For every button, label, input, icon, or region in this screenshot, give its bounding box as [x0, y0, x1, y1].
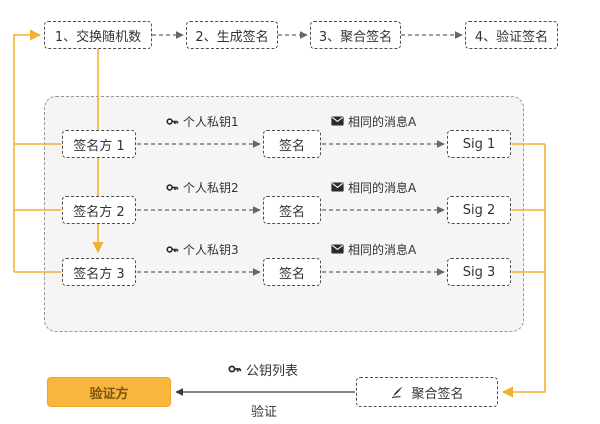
verify-text: 验证 [251, 404, 278, 420]
key-icon [166, 181, 179, 194]
private-key-3-label: 个人私钥3 [166, 240, 239, 258]
key-icon [166, 243, 179, 256]
private-key-1-text: 个人私钥1 [183, 114, 239, 129]
sig-1-box: Sig 1 [447, 130, 511, 158]
aggregate-signature-box: 聚合签名 [356, 377, 498, 407]
sign-label-1: 签名 [278, 138, 305, 154]
rail-sigs-joins [512, 143, 545, 273]
step-4-box: 4、验证签名 [465, 21, 558, 49]
message-1-label: 相同的消息A [331, 112, 416, 130]
message-1-text: 相同的消息A [348, 114, 417, 129]
verifier-label: 验证方 [89, 386, 129, 402]
mail-icon [331, 244, 344, 254]
message-3-text: 相同的消息A [348, 242, 417, 257]
sign-label-3: 签名 [278, 266, 305, 282]
message-2-label: 相同的消息A [331, 178, 416, 196]
step-3-box: 3、聚合签名 [310, 21, 401, 49]
sig-1-label: Sig 1 [462, 136, 496, 152]
verify-label: 验证 [251, 401, 278, 420]
signer-2-label: 签名方 2 [73, 204, 125, 220]
sign-box-2: 签名 [263, 196, 321, 224]
pubkey-list-label: 公钥列表 [228, 360, 299, 379]
sig-2-label: Sig 2 [462, 202, 496, 218]
private-key-1-label: 个人私钥1 [166, 112, 239, 130]
sign-box-3: 签名 [263, 258, 321, 286]
message-3-label: 相同的消息A [331, 240, 416, 258]
private-key-2-text: 个人私钥2 [183, 180, 239, 195]
sign-box-1: 签名 [263, 130, 321, 158]
sign-label-2: 签名 [278, 204, 305, 220]
sig-3-box: Sig 3 [447, 258, 511, 286]
message-2-text: 相同的消息A [348, 180, 417, 195]
private-key-3-text: 个人私钥3 [183, 242, 239, 257]
step-2-box: 2、生成签名 [186, 21, 278, 49]
key-icon [166, 115, 179, 128]
signer-3-box: 签名方 3 [62, 258, 136, 286]
pen-icon [390, 385, 405, 400]
key-icon [228, 362, 242, 376]
rail-sigs-to-aggregate [501, 144, 546, 398]
signer-1-label: 签名方 1 [73, 138, 125, 154]
signer-1-box: 签名方 1 [62, 130, 136, 158]
sig-2-box: Sig 2 [447, 196, 511, 224]
signer-3-label: 签名方 3 [73, 266, 125, 282]
aggregate-signature-label: 聚合签名 [411, 386, 464, 402]
step-1-label: 1、交换随机数 [54, 29, 142, 45]
private-key-2-label: 个人私钥2 [166, 178, 239, 196]
step-3-label: 3、聚合签名 [318, 29, 393, 45]
sig-3-label: Sig 3 [462, 264, 496, 280]
step-1-box: 1、交换随机数 [44, 21, 152, 49]
signer-2-box: 签名方 2 [62, 196, 136, 224]
pubkey-list-text: 公钥列表 [246, 363, 299, 379]
mail-icon [331, 182, 344, 192]
mail-icon [331, 116, 344, 126]
step-4-label: 4、验证签名 [474, 29, 549, 45]
step-2-label: 2、生成签名 [195, 29, 269, 45]
rail-signers-to-step1 [13, 35, 61, 273]
verifier-box: 验证方 [47, 377, 171, 407]
